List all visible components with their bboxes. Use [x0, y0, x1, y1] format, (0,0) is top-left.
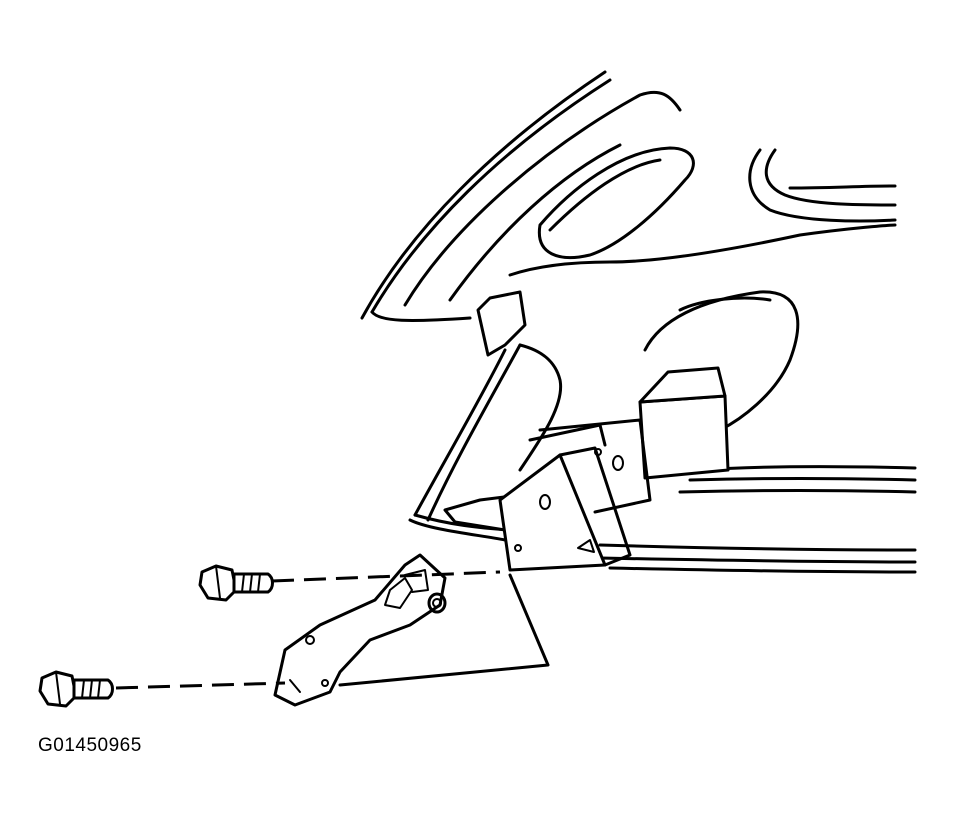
hinge-pivot — [427, 592, 447, 614]
upper-bolt — [198, 564, 501, 602]
bracket-hole — [514, 544, 522, 552]
bracket-hole — [539, 494, 551, 510]
hinge-hole — [305, 635, 315, 645]
mounting-bracket — [338, 446, 632, 687]
figure-id-label: G01450965 — [38, 735, 142, 756]
bracket-hole — [612, 455, 624, 471]
hinge-plate — [273, 553, 447, 707]
vehicle-body-panel — [360, 70, 917, 574]
lower-bolt — [38, 670, 286, 708]
bracket-hole — [594, 448, 602, 456]
hinge-hole — [321, 679, 329, 687]
